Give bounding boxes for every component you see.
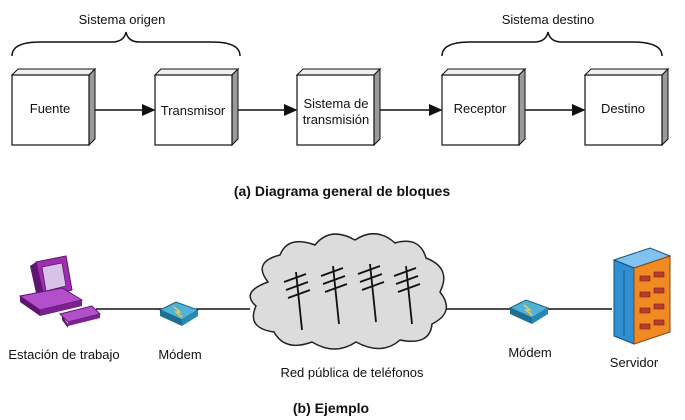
server-icon	[612, 247, 672, 345]
block-transmission-system: Sistema de transmisión	[295, 67, 382, 147]
network-label: Red pública de teléfonos	[280, 365, 424, 380]
telephone-pole-icon	[393, 265, 421, 325]
brace-origin	[11, 31, 241, 57]
workstation-label: Estación de trabajo	[8, 347, 119, 362]
block-transmission-system-label-line2: transmisión	[303, 112, 369, 127]
brace-destination	[441, 31, 663, 57]
block-source-label: Fuente	[30, 101, 70, 116]
modem-right-label: Módem	[508, 345, 551, 360]
block-transmitter-label: Transmisor	[161, 103, 226, 118]
brace-origin-label: Sistema origen	[79, 12, 166, 27]
telephone-network-cloud	[249, 233, 448, 350]
server-label: Servidor	[610, 355, 659, 370]
block-source: Fuente	[10, 67, 97, 147]
modem-left-icon	[158, 301, 200, 326]
block-transmission-system-label-line1: Sistema de	[303, 96, 368, 111]
caption-a: (a) Diagrama general de bloques	[234, 183, 450, 199]
caption-b: (b) Ejemplo	[293, 400, 369, 416]
telephone-pole-icon	[283, 271, 311, 331]
brace-origin-group: Sistema origen	[11, 12, 241, 57]
block-transmitter: Transmisor	[153, 67, 240, 147]
block-receiver-label: Receptor	[454, 101, 507, 116]
telephone-pole-icon	[320, 265, 348, 325]
brace-destination-label: Sistema destino	[502, 12, 595, 27]
modem-left-label: Módem	[158, 347, 201, 362]
block-receiver: Receptor	[440, 67, 527, 147]
block-destination: Destino	[583, 67, 670, 147]
block-destination-label: Destino	[601, 101, 645, 116]
workstation-icon	[18, 255, 101, 328]
telephone-pole-icon	[357, 263, 385, 323]
brace-destination-group: Sistema destino	[441, 12, 663, 57]
modem-right-icon	[508, 299, 550, 324]
